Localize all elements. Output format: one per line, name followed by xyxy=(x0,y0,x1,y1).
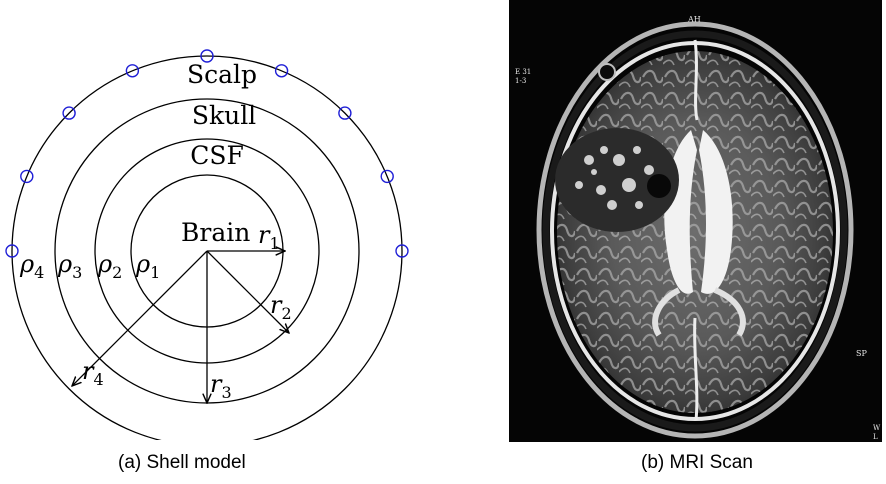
caption-shell-model: (a) Shell model xyxy=(118,452,246,473)
electrode-marker xyxy=(380,169,394,184)
mri-frontal-spot xyxy=(598,63,616,81)
mri-right-ventricle xyxy=(699,130,733,294)
layer-label-csf: CSF xyxy=(190,141,244,170)
mri-label-w: W xyxy=(873,424,881,432)
radius-arrow-r4 xyxy=(72,250,208,386)
mri-lesion-void xyxy=(647,174,671,198)
mri-lesion-texture xyxy=(575,146,662,210)
shell-model-diagram: Scalp Skull CSF Brain ρ4 ρ3 ρ2 ρ1 r1 r2 … xyxy=(5,49,409,440)
mri-posterior-horns xyxy=(652,287,746,337)
mri-label-ah: AH xyxy=(687,15,701,24)
conductivity-label-rho2: ρ2 xyxy=(97,250,122,282)
conductivity-label-rho4: ρ4 xyxy=(19,250,44,282)
mri-label-l: L xyxy=(873,433,878,441)
radius-label-r3: r3 xyxy=(210,370,232,402)
electrode-marker xyxy=(395,244,409,258)
layer-label-skull: Skull xyxy=(192,101,256,130)
conductivity-label-rho3: ρ3 xyxy=(57,250,82,282)
electrode-marker xyxy=(125,64,140,78)
electrode-marker xyxy=(20,169,34,184)
radius-arrow-r2 xyxy=(206,250,289,333)
mri-scalp-rim xyxy=(536,21,854,439)
electrode-marker xyxy=(338,106,352,120)
electrode-group xyxy=(5,49,409,258)
radius-label-r1: r1 xyxy=(258,221,280,253)
electrode-marker xyxy=(274,64,289,78)
mri-label-series: 1-3 xyxy=(515,77,526,85)
electrode-marker xyxy=(5,244,19,258)
electrode-marker xyxy=(62,106,76,120)
layer-label-scalp: Scalp xyxy=(187,60,257,89)
mri-scan-image: AH E 31 1-3 SP W L xyxy=(509,0,882,442)
mri-label-slice: E 31 xyxy=(515,68,531,76)
conductivity-label-rho1: ρ1 xyxy=(135,250,160,282)
mri-skull-band xyxy=(542,30,848,432)
scalp-shell xyxy=(11,55,403,440)
layer-label-brain: Brain xyxy=(181,218,250,247)
radius-label-r4: r4 xyxy=(82,357,104,389)
mri-label-sp: SP xyxy=(856,349,867,358)
radius-label-r2: r2 xyxy=(270,291,292,323)
electrode-marker xyxy=(200,49,214,63)
mri-midline-fissure xyxy=(693,39,699,421)
caption-mri-scan: (b) MRI Scan xyxy=(641,452,753,473)
mri-lesion xyxy=(555,128,679,232)
